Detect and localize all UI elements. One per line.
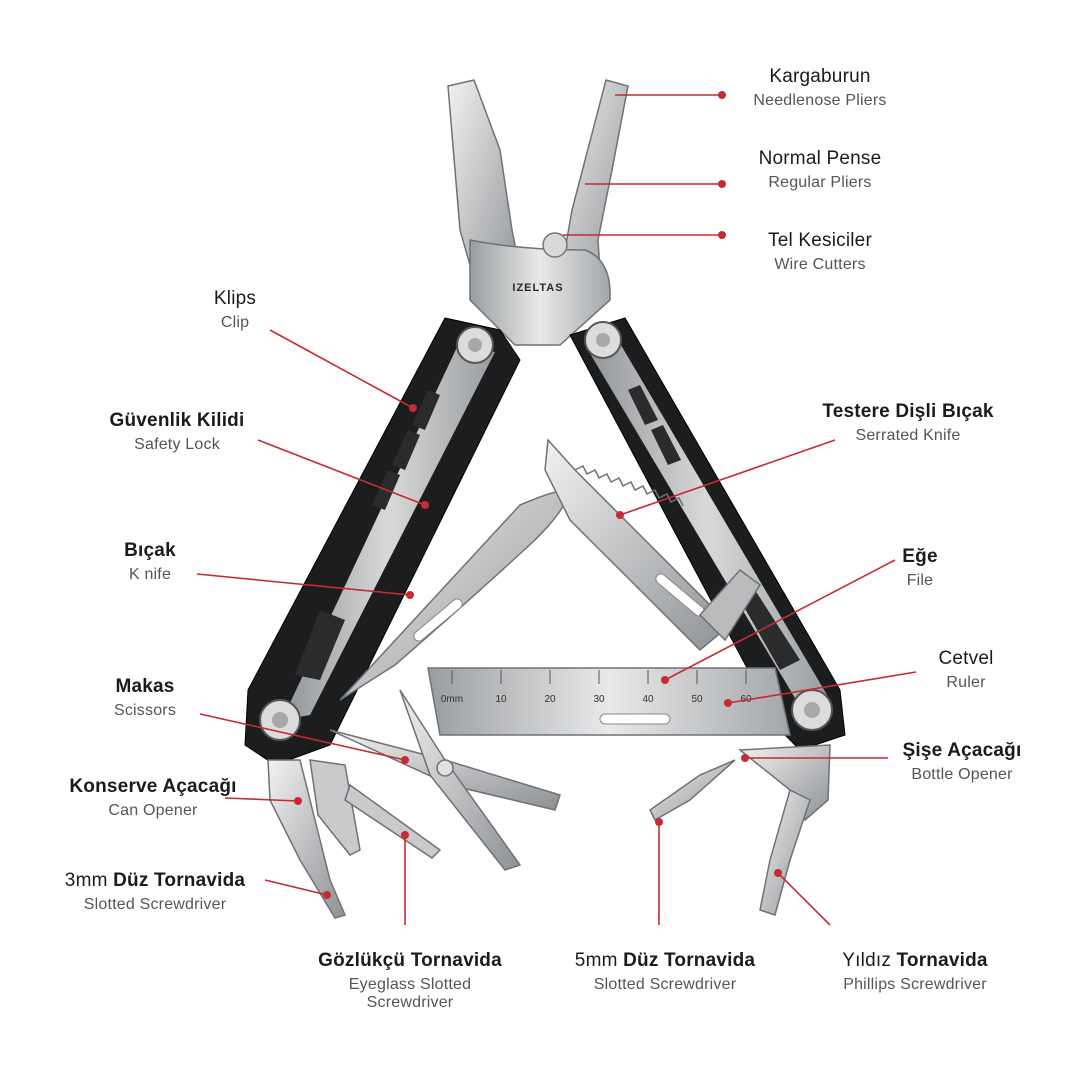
leader-dot	[406, 591, 414, 599]
callout-en: Safety Lock	[134, 435, 220, 453]
callout-testere-disli-bicak: Testere Dişli Bıçak Serrated Knife	[808, 401, 1008, 445]
leader-line	[224, 797, 299, 802]
ruler-tick-label: 0mm	[441, 694, 463, 705]
left-tools	[267, 759, 442, 919]
leader-dot	[401, 756, 409, 764]
leader-dot	[661, 676, 669, 684]
leader-dot	[718, 91, 726, 99]
leader-line	[196, 573, 411, 596]
ruler-tick-label: 50	[691, 694, 703, 705]
callout-en: Needlenose Pliers	[753, 91, 887, 109]
callout-guvenlik-kilidi: Güvenlik Kilidi Safety Lock	[77, 410, 277, 454]
callout-en: Can Opener	[108, 801, 198, 819]
leader-dot	[421, 501, 429, 509]
callout-leaders	[196, 91, 917, 926]
callout-tr: Klips	[213, 288, 257, 309]
callout-en: Scissors	[113, 701, 177, 719]
callout-en: Eyeglass Slotted Screwdriver	[348, 975, 472, 1012]
leader-line	[257, 439, 426, 506]
callout-klips: Klips Clip	[135, 288, 335, 332]
callout-en: Ruler	[946, 673, 986, 691]
leader-line	[199, 713, 406, 761]
right-handle	[569, 317, 846, 751]
callout-en: Slotted Screwdriver	[83, 895, 227, 913]
callout-bicak: Bıçak K nife	[50, 540, 250, 584]
callout-konserve-acacagi: Konserve Açacağı Can Opener	[38, 776, 268, 820]
callout-en: Clip	[220, 313, 250, 331]
callout-cetvel: Cetvel Ruler	[906, 648, 1026, 692]
pliers-jaws: IZELTAS	[447, 79, 629, 346]
leader-dot	[774, 869, 782, 877]
leader-dot	[741, 754, 749, 762]
leader-dot	[655, 818, 663, 826]
callout-5mm-duz-tornavida: 5mm Düz Tornavida Slotted Screwdriver	[550, 950, 780, 994]
leader-dot	[724, 699, 732, 707]
callout-tr: Makas	[115, 676, 175, 697]
leader-line	[264, 879, 328, 896]
brand-logo: IZELTAS	[512, 282, 563, 294]
callout-kargaburun: Kargaburun Needlenose Pliers	[705, 66, 935, 110]
right-tools	[649, 744, 831, 916]
callout-tr: Testere Dişli Bıçak	[822, 401, 994, 422]
leader-dot	[294, 797, 302, 805]
ruler: 0mm102030405060	[427, 667, 791, 736]
ruler-tick-label: 30	[593, 694, 605, 705]
callout-en: Regular Pliers	[768, 173, 872, 191]
callout-en: Slotted Screwdriver	[593, 975, 737, 993]
callout-tr: 5mm Düz Tornavida	[574, 950, 756, 971]
callout-tr: Normal Pense	[758, 148, 882, 169]
callout-tr: Kargaburun	[769, 66, 871, 87]
leader-line	[727, 671, 917, 704]
callout-tr: Eğe	[902, 546, 938, 567]
callout-ege: Eğe File	[860, 546, 980, 590]
callout-tr: Şişe Açacağı	[902, 740, 1022, 761]
leader-dot	[616, 511, 624, 519]
callout-tel-kesiciler: Tel Kesiciler Wire Cutters	[705, 230, 935, 274]
ruler-tick-label: 40	[642, 694, 654, 705]
leader-dot	[323, 891, 331, 899]
callout-en: Bottle Opener	[911, 765, 1013, 783]
leader-line	[664, 559, 896, 681]
left-handle	[244, 317, 521, 766]
callout-sise-acacagi: Şişe Açacağı Bottle Opener	[862, 740, 1062, 784]
callout-en: K nife	[128, 565, 172, 583]
callout-tr: Yıldız Tornavida	[842, 950, 988, 971]
callout-tr: Gözlükçü Tornavida	[318, 950, 502, 971]
callout-3mm-duz-tornavida: 3mm Düz Tornavida Slotted Screwdriver	[40, 870, 270, 914]
serrated-knife	[544, 438, 732, 652]
knife-blade	[339, 489, 569, 701]
callout-en: Phillips Screwdriver	[843, 975, 987, 993]
file-tool	[698, 568, 762, 642]
ruler-tick-label: 20	[544, 694, 556, 705]
leader-line	[269, 329, 414, 409]
callout-en: Serrated Knife	[855, 426, 961, 444]
leader-dot	[409, 404, 417, 412]
leader-line	[619, 439, 836, 516]
callout-makas: Makas Scissors	[85, 676, 205, 720]
leader-dot	[718, 180, 726, 188]
callout-tr: Cetvel	[938, 648, 994, 669]
callout-tr: Tel Kesiciler	[768, 230, 872, 251]
callout-en: File	[906, 571, 934, 589]
callout-tr: Konserve Açacağı	[69, 776, 237, 797]
leader-dot	[718, 231, 726, 239]
scissors	[329, 689, 561, 871]
callout-en: Wire Cutters	[774, 255, 866, 273]
leader-dot	[401, 831, 409, 839]
callout-tr: Bıçak	[124, 540, 176, 561]
callout-normal-pense: Normal Pense Regular Pliers	[705, 148, 935, 192]
callout-tr: Güvenlik Kilidi	[109, 410, 245, 431]
callout-tr: 3mm Düz Tornavida	[64, 870, 246, 891]
callout-gozlukcu-tornavida: Gözlükçü Tornavida Eyeglass Slotted Scre…	[300, 950, 520, 1013]
ruler-tick-label: 10	[495, 694, 507, 705]
leader-line	[777, 872, 831, 926]
callout-yildiz-tornavida: Yıldız Tornavida Phillips Screwdriver	[800, 950, 1030, 994]
